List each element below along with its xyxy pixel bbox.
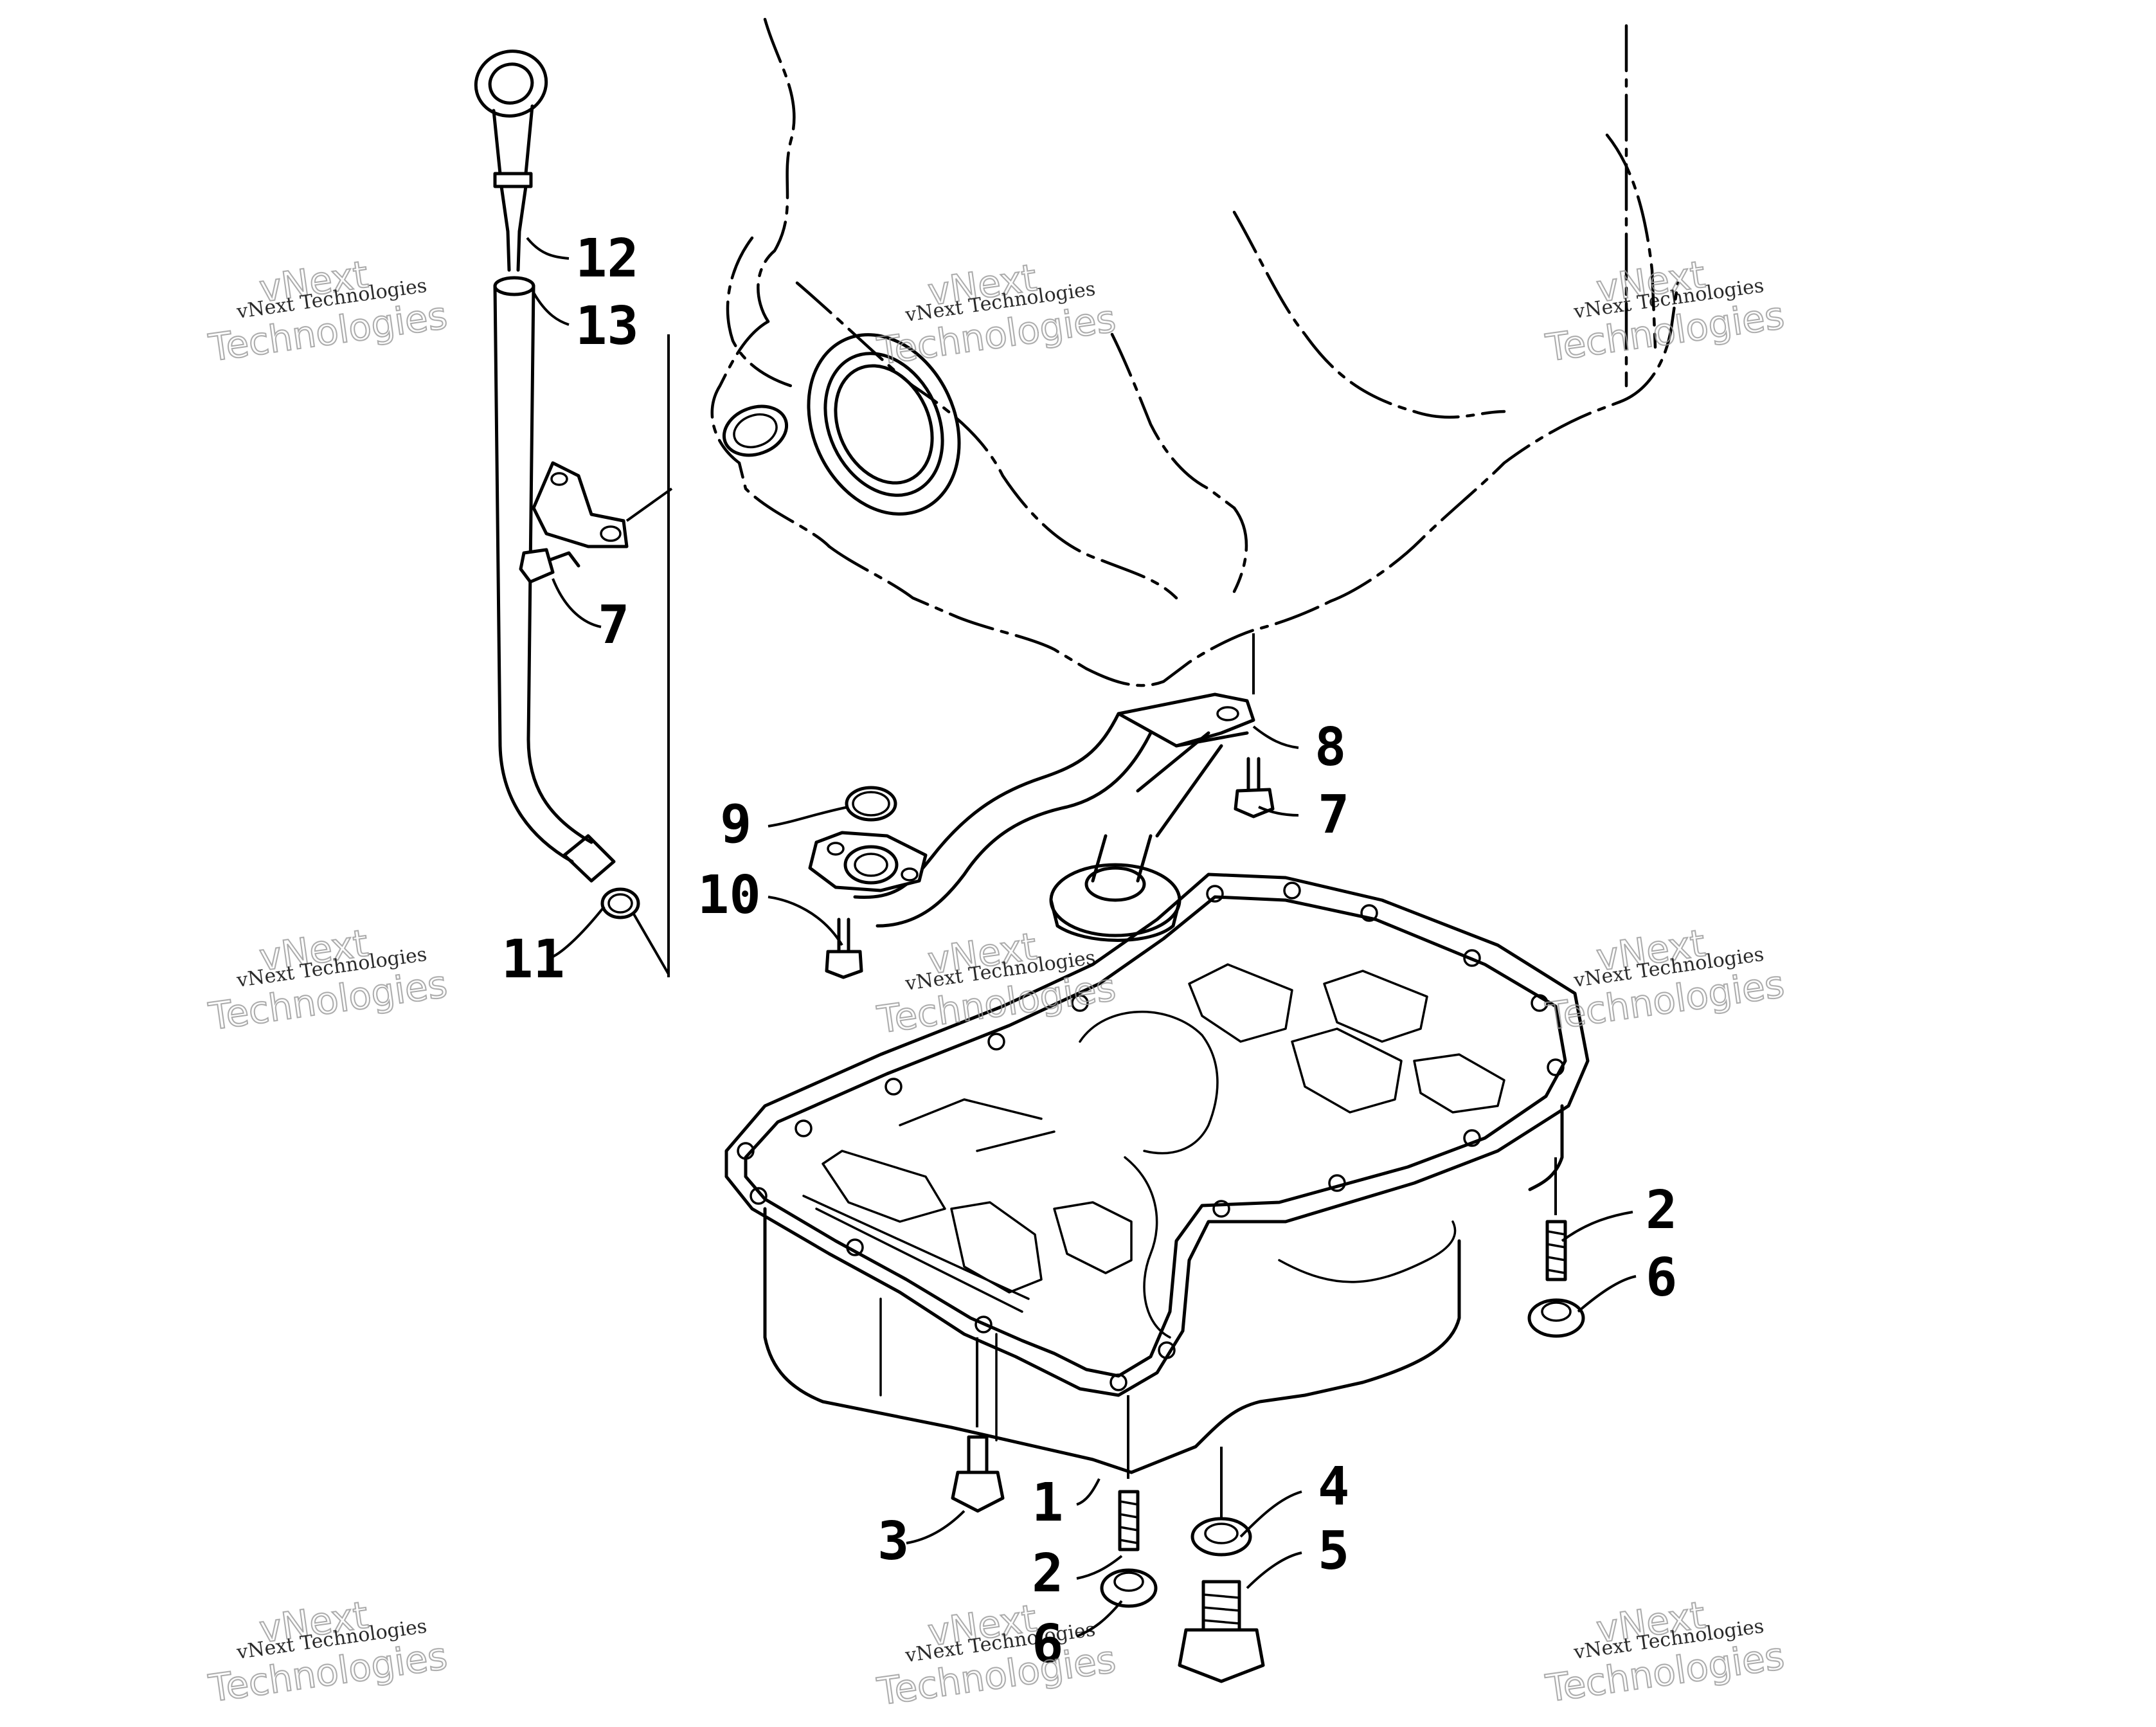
callout-7-left: 7 <box>598 595 629 656</box>
callout-11: 11 <box>501 929 565 990</box>
callout-6-bottom: 6 <box>1032 1614 1063 1675</box>
watermark: vNext vNext Technologies Technologies <box>1542 1593 1787 1712</box>
callout-9: 9 <box>720 794 751 855</box>
watermark: vNext vNext Technologies Technologies <box>874 255 1118 374</box>
watermark: vNext vNext Technologies Technologies <box>1542 252 1787 371</box>
callout-2-bottom: 2 <box>1032 1543 1063 1604</box>
watermark: vNext vNext Technologies Technologies <box>874 924 1118 1043</box>
engine-bore <box>722 333 961 516</box>
callout-8: 8 <box>1315 717 1346 778</box>
watermark: vNext vNext Technologies Technologies <box>874 1596 1118 1715</box>
callout-12: 12 <box>575 228 639 289</box>
callout-4: 4 <box>1318 1456 1349 1517</box>
callout-7-right: 7 <box>1318 784 1349 845</box>
dipstick-assembly <box>474 50 673 977</box>
callout-1: 1 <box>1032 1472 1063 1533</box>
callout-2-right: 2 <box>1646 1180 1677 1241</box>
callout-13: 13 <box>575 296 639 357</box>
watermark: vNext vNext Technologies Technologies <box>205 252 450 371</box>
oil-pan <box>724 873 1590 1474</box>
fasteners <box>951 1157 1585 1683</box>
engine-block-phantom <box>710 17 1680 687</box>
callout-6-right: 6 <box>1646 1247 1677 1308</box>
flange-bolt-holes <box>737 882 1565 1391</box>
watermark: vNext vNext Technologies Technologies <box>205 1593 450 1712</box>
callout-10: 10 <box>697 865 761 926</box>
watermark: vNext vNext Technologies Technologies <box>205 921 450 1040</box>
leader-lines <box>526 237 1637 1638</box>
watermark: vNext vNext Technologies Technologies <box>1542 921 1787 1040</box>
oil-strainer-assembly <box>808 633 1275 979</box>
callout-3: 3 <box>877 1511 909 1572</box>
callout-5: 5 <box>1318 1521 1349 1582</box>
callout-labels: 1 2 3 4 5 6 7 8 9 10 11 12 13 2 6 7 <box>501 228 1677 1675</box>
